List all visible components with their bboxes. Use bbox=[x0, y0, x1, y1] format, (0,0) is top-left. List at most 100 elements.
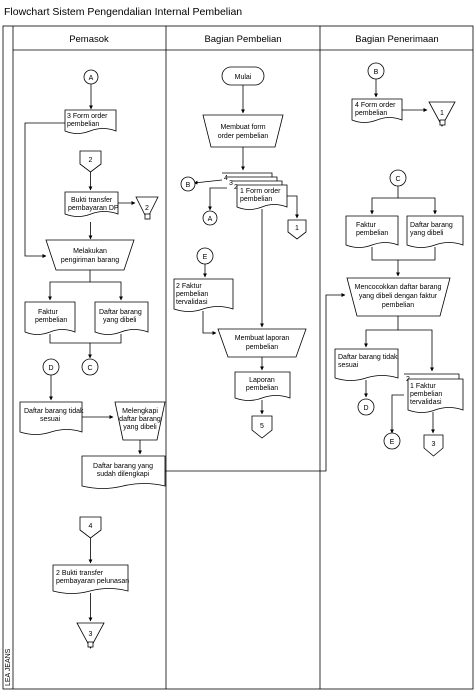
doc-bukti-transfer-dp-line1: Bukti transfer bbox=[71, 197, 113, 204]
doc-faktur-pembelian-penerimaan bbox=[345, 215, 399, 248]
terminal-mulai-label: Mulai bbox=[235, 74, 252, 81]
doc-faktur-penerimaan-line1: Faktur bbox=[356, 222, 377, 229]
form-copy-4-label: 4 bbox=[224, 175, 228, 182]
doc-laporan-line2: pembelian bbox=[246, 385, 278, 392]
file-3-label: 3 bbox=[89, 631, 93, 638]
manual-membuat-form-order bbox=[202, 114, 284, 148]
doc-laporan-line1: Laporan bbox=[249, 377, 275, 384]
manual-melengkapi-line1: Melengkapi bbox=[122, 408, 158, 415]
manual-membuat-form-line2: order pembelian bbox=[218, 133, 269, 140]
offpage-3-label: 3 bbox=[432, 441, 436, 448]
connector-a-top-label: A bbox=[89, 75, 94, 82]
file-2-marker bbox=[144, 213, 151, 220]
doc-form-order-3 bbox=[64, 109, 117, 134]
doc-daftar-tidak-sesuai-pemasok bbox=[19, 401, 83, 435]
doc-dilengkapi-line2: sudah dilengkapi bbox=[97, 471, 150, 478]
doc-faktur-tervalidasi-1-line3: tervalidasi bbox=[410, 399, 442, 406]
offpage-2-a-label: 2 bbox=[89, 157, 93, 164]
offpage-4 bbox=[79, 516, 102, 539]
manual-membuat-form-line1: Membuat form bbox=[220, 124, 265, 131]
doc-faktur-tervalidasi-2-line3: tervalidasi bbox=[176, 299, 208, 306]
doc-tidak-sesuai-penerimaan-line2: sesuai bbox=[338, 362, 359, 369]
connector-b-penerimaan-label: B bbox=[374, 69, 379, 76]
connector-a-pembelian-label: A bbox=[208, 216, 213, 223]
lane-bagian-penerimaan: B 4 Form order pembelian 1 C Faktur pemb… bbox=[334, 62, 464, 457]
doc-faktur-pemasok-line2: pembelian bbox=[35, 317, 67, 324]
manual-mencocokkan-line3: pembelian bbox=[382, 302, 414, 309]
file-2-label: 2 bbox=[145, 205, 149, 212]
manual-pengiriman-line2: pengiriman barang bbox=[61, 257, 119, 264]
doc-faktur-pembelian-pemasok bbox=[24, 301, 76, 335]
doc-bukti-transfer-dp bbox=[64, 191, 119, 217]
manual-melengkapi-daftar bbox=[114, 401, 166, 441]
offpage-3 bbox=[423, 434, 444, 457]
doc-bukti-transfer-dp-line2: pembayaran DP bbox=[68, 205, 119, 212]
doc-faktur-tervalidasi-2 bbox=[173, 278, 234, 312]
doc-faktur-penerimaan-line2: pembelian bbox=[356, 230, 388, 237]
doc-faktur-tervalidasi-2-line1: 2 Faktur bbox=[176, 283, 202, 290]
file-1-label: 1 bbox=[440, 110, 444, 117]
manual-membuat-laporan-line1: Membuat laporan bbox=[235, 335, 290, 342]
lane-pemasok: A 3 Form order pembelian 2 Bukti transfe… bbox=[19, 69, 346, 649]
manual-membuat-laporan bbox=[217, 328, 307, 358]
file-1 bbox=[428, 101, 456, 127]
diagram-title: Flowchart Sistem Pengendalian Internal P… bbox=[4, 6, 242, 18]
manual-pengiriman-line1: Melakukan bbox=[73, 248, 107, 255]
doc-form-order-1-line1: 1 Form order bbox=[240, 188, 281, 195]
doc-bukti-pelunasan-line1: 2 Bukti transfer bbox=[56, 570, 104, 577]
doc-form-order-4-line1: 4 Form order bbox=[355, 102, 396, 109]
doc-daftar-barang-dibeli-penerimaan bbox=[406, 215, 464, 248]
connector-c-pemasok bbox=[81, 358, 99, 376]
form-copy-2-label: 2 bbox=[234, 184, 238, 191]
doc-daftar-barang-dibeli-pemasok bbox=[94, 301, 149, 335]
doc-tidak-sesuai-pemasok-line1: Daftar barang tidak bbox=[24, 408, 84, 415]
doc-daftar-dibeli-pemasok-line1: Daftar barang bbox=[99, 309, 142, 316]
doc-tidak-sesuai-pemasok-line2: sesuai bbox=[40, 416, 61, 423]
offpage-5-label: 5 bbox=[260, 423, 264, 430]
lane-header-bagian-pembelian: Bagian Pembelian bbox=[204, 34, 281, 45]
doc-faktur-pemasok-line1: Faktur bbox=[38, 309, 59, 316]
file-3 bbox=[76, 622, 105, 649]
offpage-4-label: 4 bbox=[89, 523, 93, 530]
doc-faktur-tervalidasi-1-line1: 1 Faktur bbox=[410, 383, 436, 390]
doc-faktur-tervalidasi-1-line2: pembelian bbox=[410, 391, 442, 398]
connector-a-pembelian bbox=[202, 210, 218, 226]
doc-tidak-sesuai-penerimaan-line1: Daftar barang tidak bbox=[338, 354, 398, 361]
connector-c-penerimaan-label: C bbox=[395, 176, 400, 183]
doc-faktur-tervalidasi-2-line2: pembelian bbox=[176, 291, 208, 298]
doc-faktur-tervalidasi-1 bbox=[407, 378, 464, 413]
file-3-marker bbox=[87, 641, 94, 648]
doc-form-order-4 bbox=[351, 98, 403, 123]
doc-form-order-1 bbox=[236, 184, 288, 210]
offpage-2-a bbox=[79, 150, 102, 173]
file-1-marker bbox=[439, 119, 446, 126]
connector-e-penerimaan bbox=[383, 432, 401, 450]
side-label: LEA JEANS bbox=[5, 648, 12, 686]
manual-melengkapi-line2: daftar barang bbox=[119, 416, 161, 423]
manual-pengiriman-barang bbox=[45, 239, 135, 271]
offpage-1-label: 1 bbox=[295, 225, 299, 232]
doc-daftar-dibeli-penerimaan-line2: yang dibeli bbox=[410, 230, 444, 237]
offpage-1 bbox=[287, 219, 307, 240]
doc-daftar-sudah-dilengkapi bbox=[81, 455, 166, 489]
form-copy-3-label: 3 bbox=[229, 180, 233, 187]
doc-dilengkapi-line1: Daftar barang yang bbox=[93, 463, 153, 470]
file-2 bbox=[135, 196, 159, 220]
lane-header-pemasok: Pemasok bbox=[69, 34, 109, 45]
connector-b-pembelian-label: B bbox=[186, 182, 191, 189]
swimlane-frame bbox=[2, 25, 474, 690]
doc-form-order-3-line2: pembelian bbox=[67, 121, 99, 128]
connector-d-pemasok-label: D bbox=[48, 365, 53, 372]
manual-melengkapi-line3: yang dibeli bbox=[123, 424, 157, 431]
manual-mencocokkan-line1: Mencocokkan daftar barang bbox=[355, 284, 442, 291]
offpage-5 bbox=[251, 415, 273, 439]
connector-e-pembelian-label: E bbox=[203, 254, 208, 261]
connector-d-penerimaan bbox=[357, 398, 375, 416]
manual-membuat-laporan-line2: pembelian bbox=[246, 344, 278, 351]
doc-form-order-3-line1: 3 Form order bbox=[67, 113, 108, 120]
manual-mencocokkan-line2: yang dibeli dengan faktur bbox=[359, 293, 438, 300]
doc-bukti-transfer-pelunasan bbox=[52, 564, 129, 594]
connector-b-pembelian bbox=[180, 176, 196, 192]
